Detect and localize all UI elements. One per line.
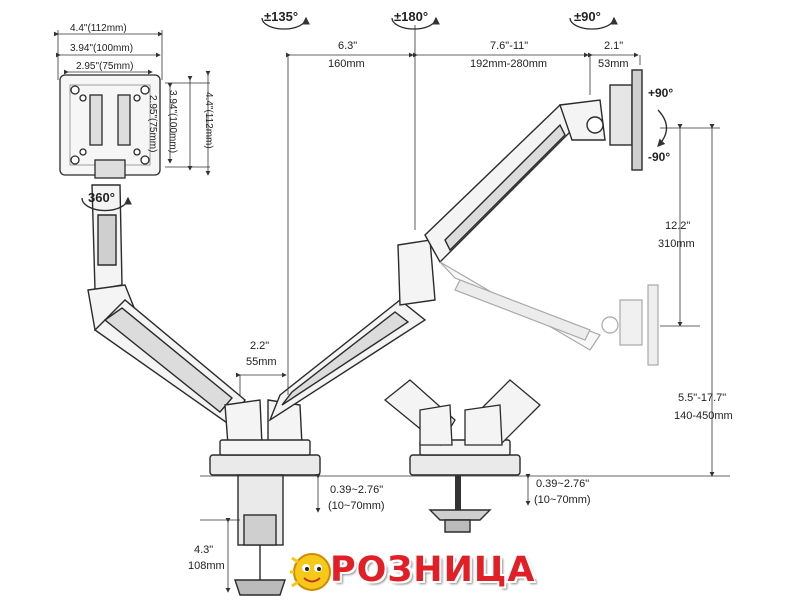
vesa-height-75: 2.95"(75mm) (147, 95, 158, 153)
dim-extension-mm: 192mm-280mm (470, 58, 548, 70)
left-monitor-arm (87, 184, 263, 446)
dim-grommet-mm: (10~70mm) (534, 494, 591, 506)
dim-offset-in: 2.2" (250, 340, 270, 352)
vesa-plate (59, 74, 161, 179)
dim-extension-in: 7.6"-11" (490, 40, 529, 52)
dim-clamp-mm: (10~70mm) (328, 500, 385, 512)
dim-arm-length-in: 6.3" (338, 40, 358, 52)
rotation-arcs (81, 16, 668, 212)
vesa-width-100: 3.94"(100mm) (70, 43, 134, 54)
sun-mascot-icon (290, 553, 331, 591)
dim-clamp-in: 0.39~2.76" (330, 484, 384, 496)
vesa-dimension-lines (54, 30, 211, 176)
tilt-down-label: -90° (648, 150, 671, 164)
vesa-height-112: 4.4"(112mm) (203, 92, 214, 149)
tilt-up-label: +90° (648, 86, 674, 100)
vesa-width-112: 4.4"(112mm) (70, 23, 127, 34)
dim-total-height-in: 5.5"-17.7" (678, 392, 727, 404)
lowered-arm-ghost (439, 261, 659, 366)
dimension-lines (200, 25, 730, 593)
dim-total-height-mm: 140-450mm (674, 410, 733, 422)
logo-text: РОЗНИЦА (330, 550, 536, 590)
vesa-height-100: 3.94"(100mm) (167, 90, 178, 154)
dim-offset-mm: 55mm (246, 356, 277, 368)
rotation-135-label: ±135° (264, 9, 299, 24)
vesa-width-75: 2.95"(75mm) (76, 61, 134, 72)
rotation-360-label: 360° (88, 190, 115, 205)
rotation-90-label: ±90° (574, 9, 601, 24)
roznica-logo: РОЗНИЦА (284, 548, 534, 596)
dim-height-travel-in: 12.2" (665, 220, 691, 232)
dim-head-mm: 53mm (598, 58, 629, 70)
dim-arm-length-mm: 160mm (328, 58, 365, 70)
dim-head-in: 2.1" (604, 40, 624, 52)
dim-grommet-in: 0.39~2.76" (536, 478, 590, 490)
rotation-180-label: ±180° (394, 9, 429, 24)
arm-stubs (383, 379, 541, 446)
desk-clamp-base (209, 439, 521, 596)
right-monitor-arm (267, 69, 643, 446)
dim-height-travel-mm: 310mm (658, 238, 695, 250)
dim-bolt-in: 4.3" (194, 544, 214, 556)
dim-bolt-mm: 108mm (188, 560, 225, 572)
